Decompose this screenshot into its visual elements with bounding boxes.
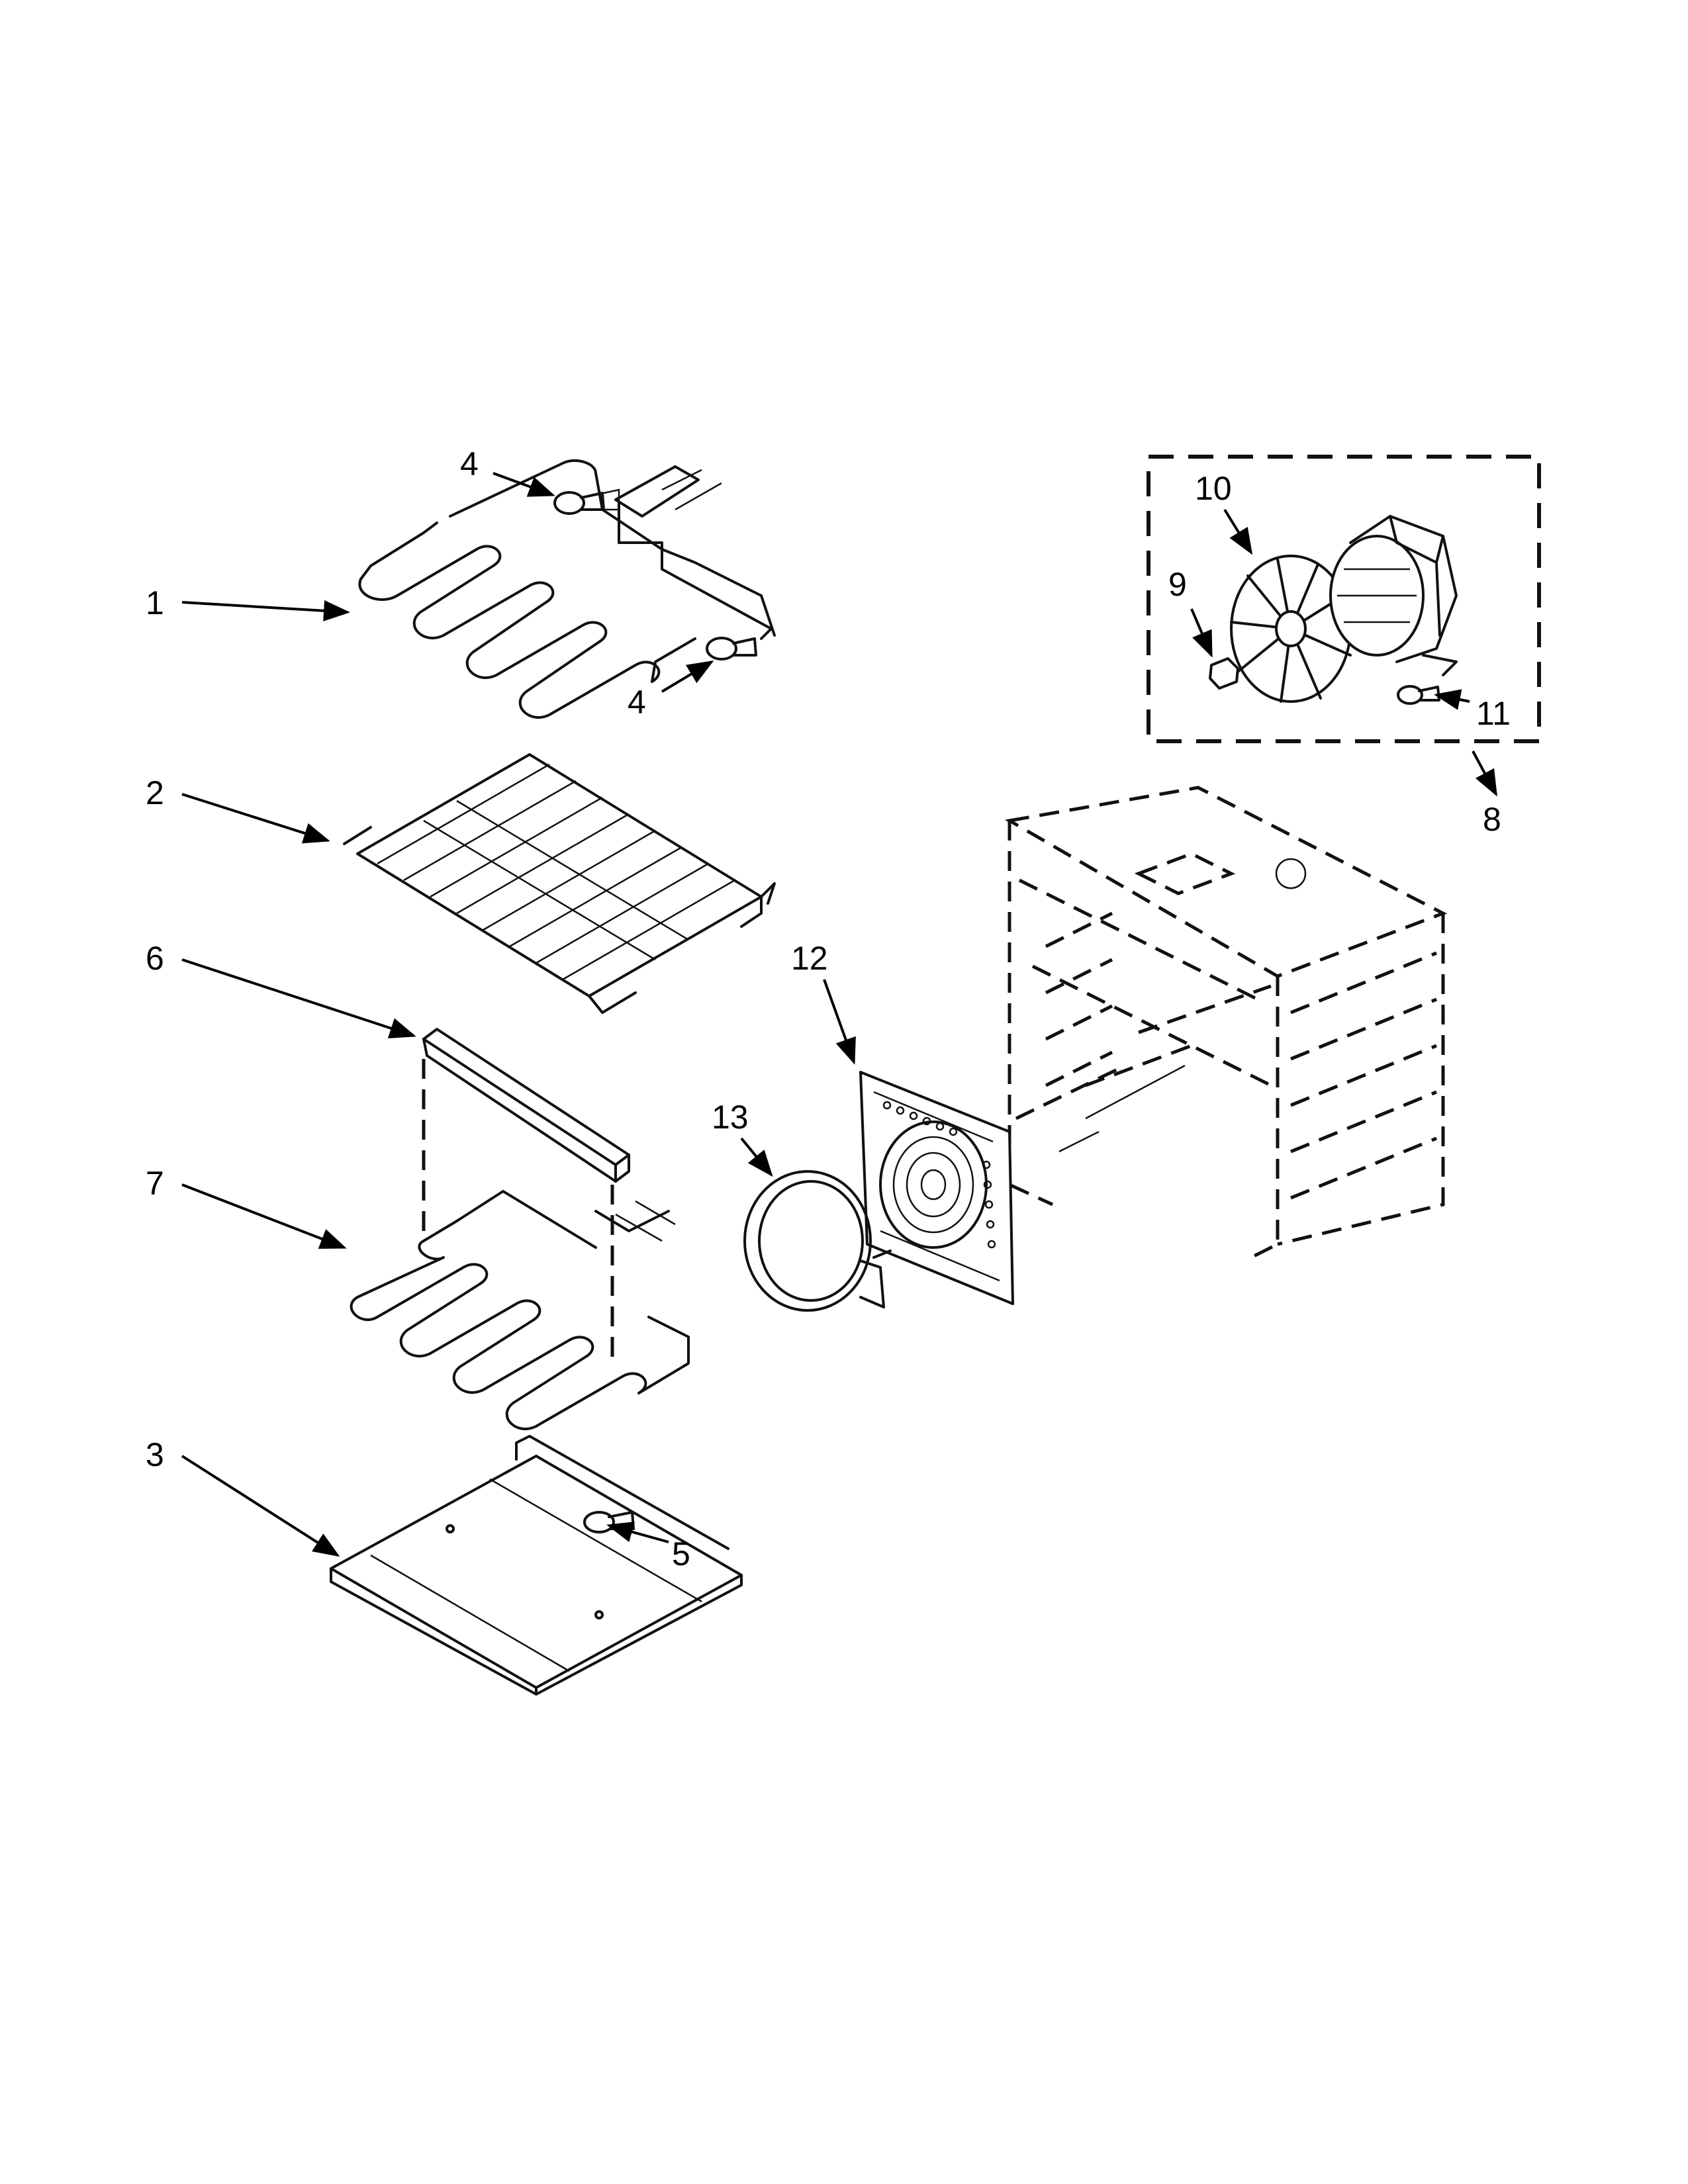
oven-cavity-outline — [1004, 786, 1448, 1259]
callout-8: 8 — [1483, 801, 1501, 838]
motor-screw — [1397, 685, 1440, 705]
callout-9: 9 — [1168, 566, 1187, 603]
convection-fan-blade — [1230, 555, 1352, 703]
broil-element — [358, 459, 776, 719]
baffle-guide — [1015, 1064, 1127, 1120]
callout-5: 5 — [672, 1535, 690, 1572]
bake-element — [350, 1190, 690, 1431]
oven-rack — [343, 753, 776, 1014]
callout-6: 6 — [146, 940, 164, 977]
callout-3: 3 — [146, 1436, 164, 1473]
callout-13: 13 — [712, 1099, 749, 1136]
callout-4-lower: 4 — [628, 684, 646, 721]
screw-top — [553, 488, 620, 515]
callout-11: 11 — [1476, 695, 1511, 732]
callout-10: 10 — [1195, 470, 1232, 507]
callout-7: 7 — [146, 1165, 164, 1202]
fan-nut — [1209, 657, 1239, 690]
convection-assembly-box — [1147, 455, 1541, 743]
heat-shield — [422, 1028, 630, 1183]
screw-lower — [706, 637, 757, 660]
callout-12: 12 — [791, 940, 828, 977]
convection-ring-element — [743, 1170, 892, 1312]
callout-1: 1 — [146, 584, 164, 621]
element-wire — [618, 500, 773, 640]
callout-4-top: 4 — [460, 445, 479, 482]
callout-2: 2 — [146, 774, 164, 811]
convection-motor — [1329, 515, 1458, 676]
bottom-panel — [330, 1435, 743, 1696]
fan-cover-baffle — [859, 1071, 1014, 1305]
leader-lines — [181, 472, 1497, 1557]
